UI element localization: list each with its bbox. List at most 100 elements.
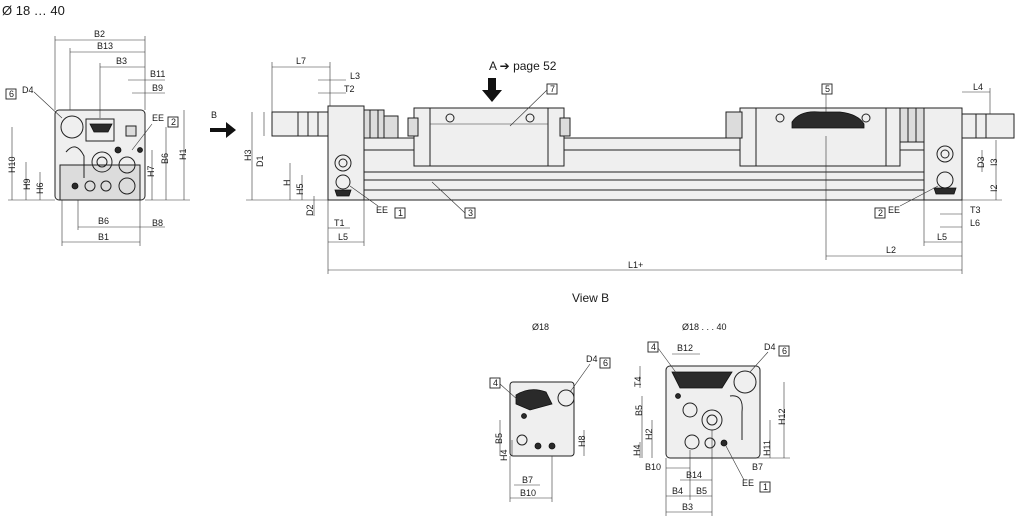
dim-l1: L1+	[628, 260, 643, 270]
leader-ee-top	[131, 123, 153, 151]
leader-ee-left	[349, 185, 379, 207]
dim-d4-40: D4	[764, 342, 776, 352]
collar-left-2	[383, 115, 399, 139]
leader-ee-right	[899, 185, 939, 207]
callout-6: 6	[9, 89, 14, 99]
leader-d4	[33, 91, 63, 119]
dim-b10-18: B10	[520, 488, 536, 498]
end-view-screw-3	[100, 180, 112, 192]
dim-d1: D1	[255, 155, 265, 167]
end-view-port-low	[118, 177, 136, 195]
view40-curve	[729, 395, 743, 440]
end-view-port-right	[118, 156, 136, 174]
dim-h10: H10	[7, 156, 17, 173]
view40-section	[671, 371, 733, 389]
leader-d4-18	[569, 363, 591, 393]
dim-d2: D2	[305, 204, 315, 216]
dim-b6: B6	[98, 216, 109, 226]
dim-h5: H5	[295, 183, 305, 195]
callout-2b: 2	[878, 208, 883, 218]
dim-b13: B13	[97, 41, 113, 51]
end-view-port-main-inner	[96, 156, 108, 168]
dim-d3: D3	[976, 156, 986, 168]
arrow-a-icon	[482, 78, 502, 102]
dim-h7: H7	[146, 165, 156, 177]
view18-port-1	[516, 434, 528, 446]
callout-1: 1	[398, 208, 403, 218]
dim-t1: T1	[334, 218, 345, 228]
end-view-slot-insert	[89, 123, 113, 133]
leader-7	[509, 89, 548, 127]
callout-box-6b	[778, 345, 790, 357]
carriage-bumper-left	[407, 117, 419, 137]
arrow-b-icon	[210, 122, 236, 138]
port-left-upper	[334, 154, 352, 172]
dim-l6: L6	[970, 218, 980, 228]
dim-b12: B12	[677, 343, 693, 353]
view40-screw-2	[720, 439, 728, 447]
dim-i3: I3	[989, 158, 999, 166]
dim-b7-18: B7	[522, 475, 533, 485]
carriage-right-section	[791, 111, 865, 129]
dim-l5-right: L5	[937, 232, 947, 242]
view18-bore	[557, 389, 575, 407]
callout-box-7	[546, 83, 558, 95]
view40-screw-1	[704, 437, 716, 449]
dim-h2: H2	[644, 428, 654, 440]
end-view-bore-d4	[60, 115, 84, 139]
leader-3	[431, 181, 466, 214]
leader-ee-bottom	[725, 445, 745, 481]
dim-i2: I2	[989, 184, 999, 192]
size-range-bottom-label: Ø18 . . . 40	[682, 322, 727, 332]
arrow-a-label: A ➔ page 52	[489, 59, 557, 73]
arrow-b-label: B	[211, 110, 217, 120]
leader-4a	[499, 383, 519, 401]
view40-screw-3	[675, 393, 681, 399]
view-b-size-18: Ø18 4 D4 6 B5 H4 H8 B7 B10	[489, 322, 611, 502]
dim-l4: L4	[973, 82, 983, 92]
carriage-right-screw-2	[861, 113, 871, 123]
cap-left-foot	[334, 189, 352, 197]
callout-box-6a	[599, 357, 611, 369]
dim-l7: L7	[296, 56, 306, 66]
callout-2a: 2	[171, 117, 176, 127]
dim-l2: L2	[886, 245, 896, 255]
callout-box-4b	[647, 341, 659, 353]
cap-right-foot	[933, 187, 957, 195]
dim-t3: T3	[970, 205, 981, 215]
end-view-base	[59, 164, 141, 201]
dim-b11: B11	[150, 69, 165, 79]
callout-7: 7	[550, 84, 555, 94]
dim-h: H	[282, 180, 292, 187]
view40-port-main-inner	[706, 414, 718, 426]
dim-h3: H3	[243, 149, 253, 161]
view-b-title: View B	[572, 291, 609, 305]
dim-ee-top: EE	[152, 113, 164, 123]
dim-b14: B14	[686, 470, 702, 480]
callout-box-5	[821, 83, 833, 95]
carriage-screw-1	[445, 113, 455, 123]
side-view: B	[210, 56, 1015, 274]
callout-box-2b	[874, 207, 886, 219]
end-view-top-left: Ø 18 … 40 B2 B13 B3 B11 B9 6	[2, 3, 190, 246]
end-view-screw-2	[84, 180, 96, 192]
view18-screw-2	[548, 442, 556, 450]
end-cap-left	[327, 105, 365, 201]
size-18-label: Ø18	[532, 322, 549, 332]
carriage	[413, 107, 565, 167]
callout-6a: 6	[603, 358, 608, 368]
leader-d4-40	[749, 351, 769, 373]
view18-section	[515, 389, 553, 411]
dim-h9: H9	[22, 178, 32, 190]
dim-h12: H12	[777, 408, 787, 425]
dim-h4-40: H4	[632, 444, 642, 456]
dim-d4-18: D4	[586, 354, 598, 364]
piston-rod-left	[271, 111, 331, 137]
callout-3: 3	[468, 208, 473, 218]
dim-b3: B3	[116, 56, 127, 66]
dim-b5-bottom: B5	[696, 486, 707, 496]
dim-b1: B1	[98, 232, 109, 242]
carriage-bumper-right	[559, 117, 571, 137]
dim-b7-40: B7	[752, 462, 763, 472]
